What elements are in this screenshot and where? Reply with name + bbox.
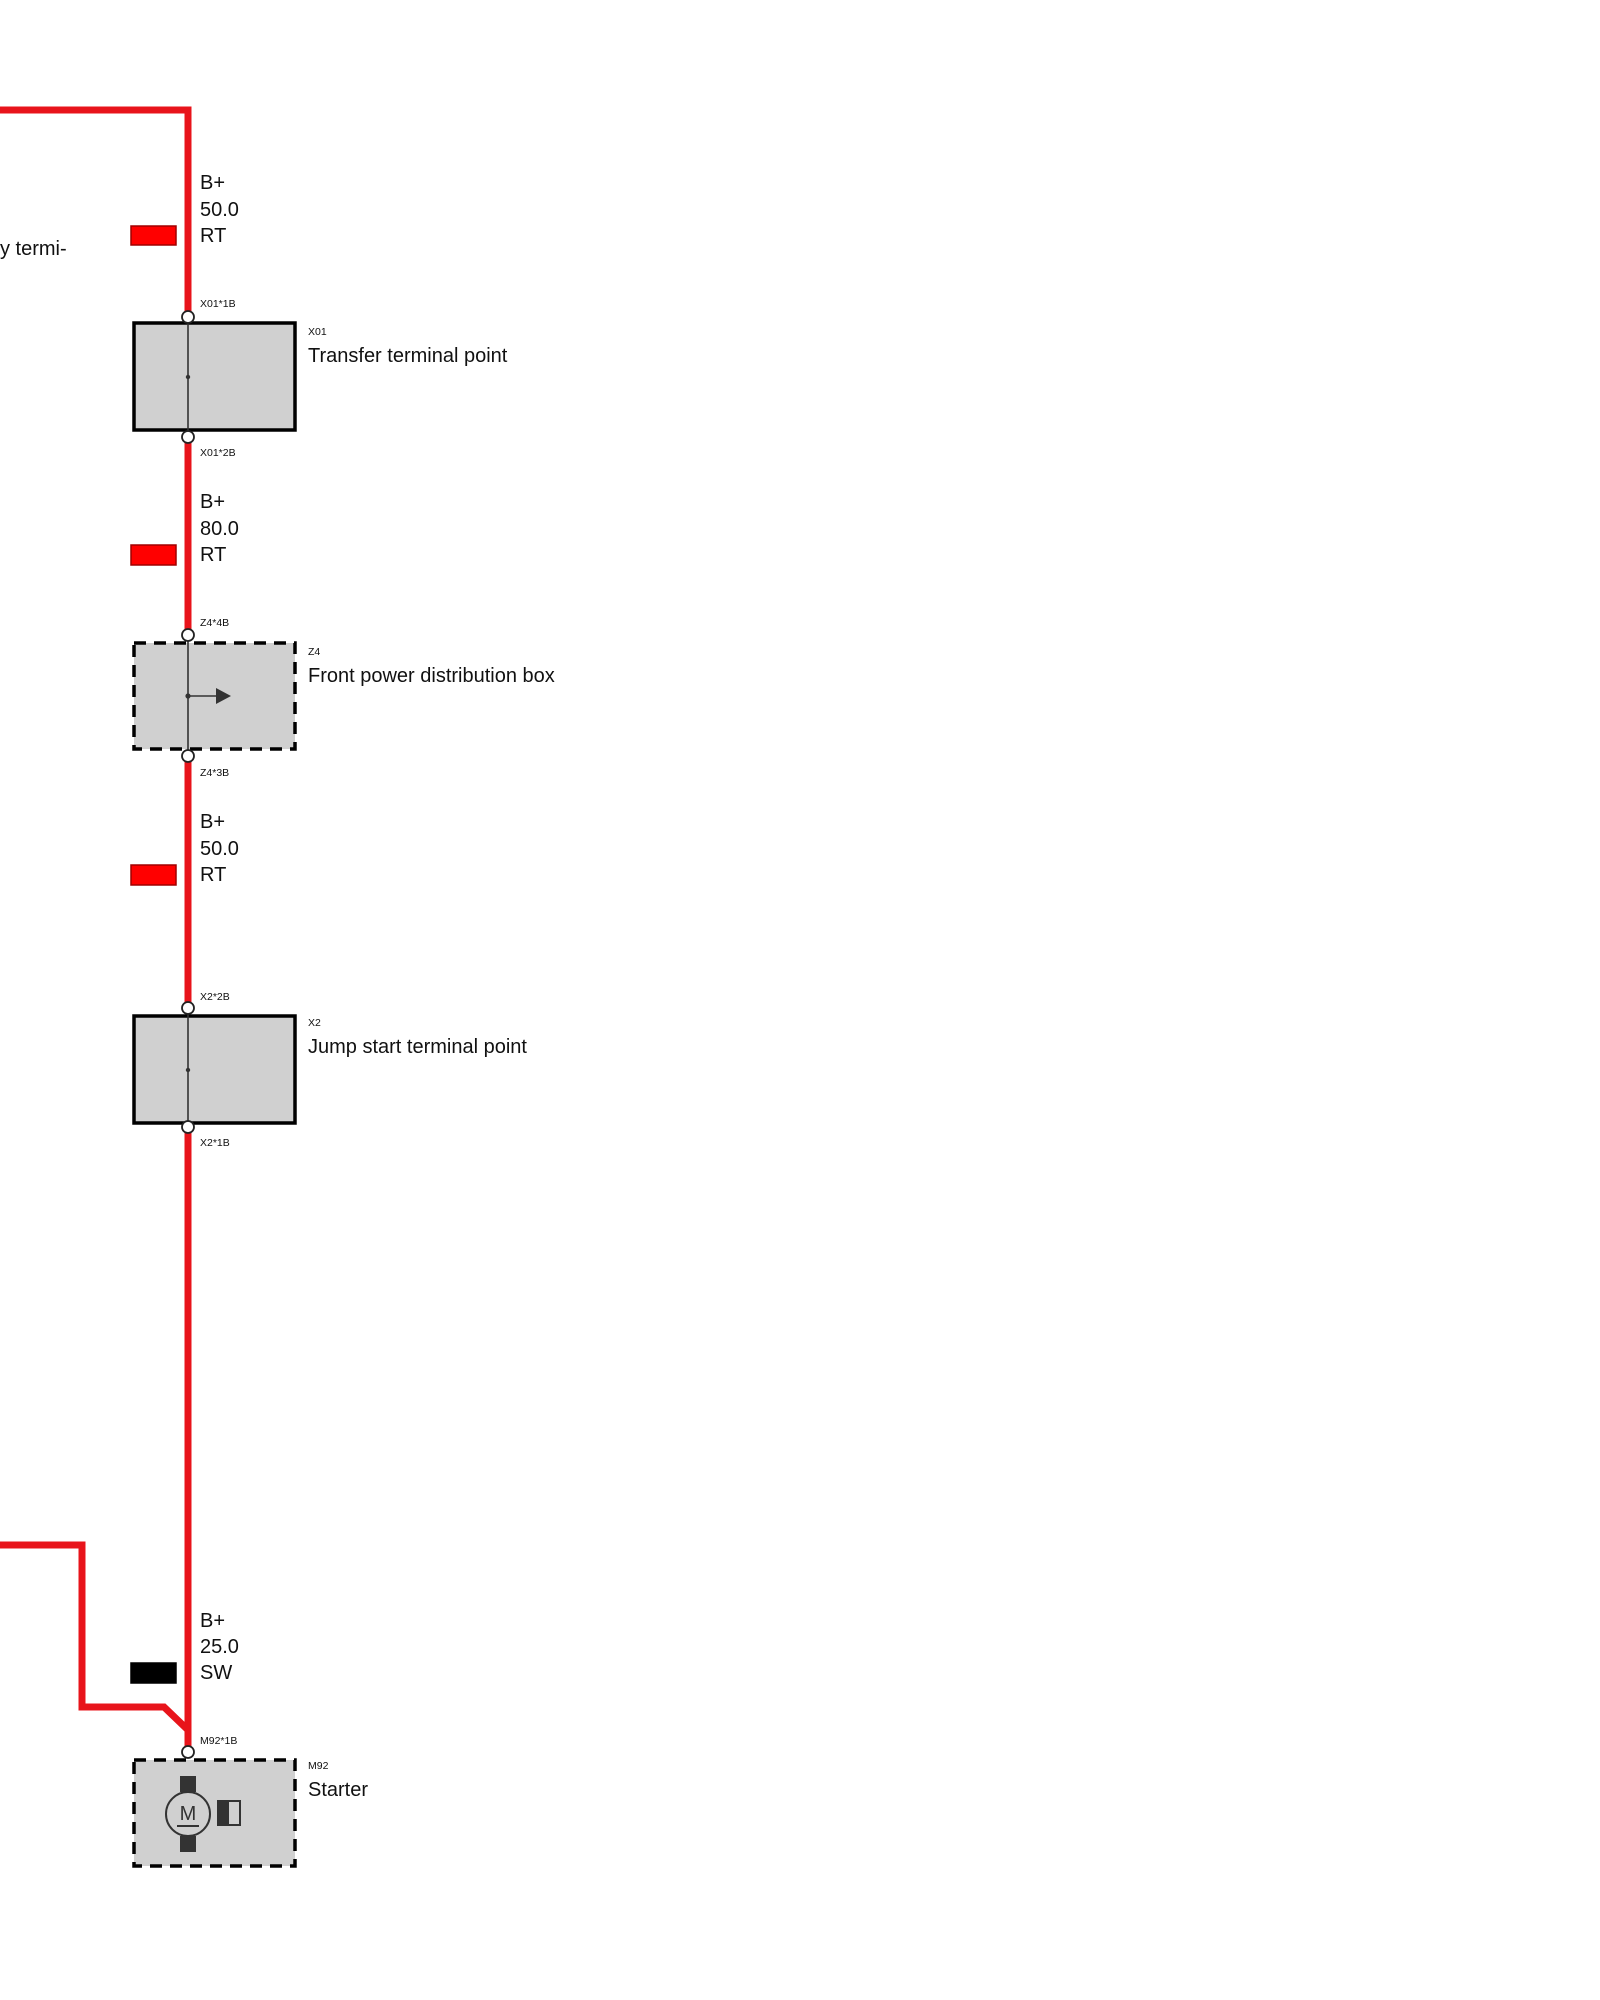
- wire-cross-section: 50.0: [200, 838, 239, 860]
- component-name: Jump start terminal point: [308, 1036, 527, 1058]
- pin-connector: [181, 310, 195, 324]
- wire-color-swatch: [130, 1662, 177, 1684]
- component-x2: X2*2B X2*1B X2 Jump start terminal point: [132, 991, 527, 1149]
- wire-color-code: RT: [200, 225, 226, 247]
- wire-label-4: B+ 25.0 SW: [130, 1610, 239, 1684]
- wire-color-code: RT: [200, 544, 226, 566]
- component-id: X2: [308, 1017, 321, 1029]
- lower-feed-wire: [0, 1541, 191, 1733]
- wire-label-3: B+ 50.0 RT: [130, 811, 239, 886]
- wire-signal: B+: [200, 1610, 225, 1632]
- distribution-arrow-icon: [216, 688, 231, 704]
- component-name: Transfer terminal point: [308, 345, 508, 367]
- component-z4: Z4*4B Z4*3B Z4 Front power distribution …: [132, 617, 555, 779]
- left-fragment-text: y termi-: [0, 238, 67, 260]
- wire-label-2: B+ 80.0 RT: [130, 491, 239, 566]
- wire-signal: B+: [200, 491, 225, 513]
- wire-signal: B+: [200, 172, 225, 194]
- component-name: Front power distribution box: [308, 665, 555, 687]
- pin-label-bottom: X2*1B: [200, 1137, 230, 1149]
- wire-color-code: RT: [200, 864, 226, 886]
- component-box: [132, 1758, 297, 1868]
- wire-cross-section: 50.0: [200, 199, 239, 221]
- junction-dot: [185, 1067, 191, 1073]
- pin-connector: [181, 1745, 195, 1759]
- pin-label-bottom: X01*2B: [200, 447, 236, 459]
- component-id: Z4: [308, 646, 320, 658]
- component-box: [132, 321, 297, 432]
- wire-color-swatch: [130, 225, 177, 246]
- top-feed-wire: [0, 106, 192, 317]
- wire-color-swatch: [130, 544, 177, 566]
- pin-label-top: M92*1B: [200, 1735, 237, 1747]
- component-x01: X01*1B X01*2B X01 Transfer terminal poin…: [132, 298, 508, 459]
- pin-label-top: Z4*4B: [200, 617, 229, 629]
- wire-color-code: SW: [200, 1662, 232, 1684]
- wire-color-swatch: [130, 864, 177, 886]
- pin-connector: [181, 430, 195, 444]
- pin-connector: [181, 628, 195, 642]
- component-id: M92: [308, 1760, 329, 1772]
- component-id: X01: [308, 326, 327, 338]
- pin-label-top: X01*1B: [200, 298, 236, 310]
- wire-cross-section: 80.0: [200, 518, 239, 540]
- pin-connector: [181, 1001, 195, 1015]
- pin-label-bottom: Z4*3B: [200, 767, 229, 779]
- motor-letter: M: [180, 1803, 197, 1825]
- component-box: [132, 1014, 297, 1125]
- component-name: Starter: [308, 1779, 368, 1801]
- component-m92: M92*1B M M92 Starter: [132, 1735, 368, 1868]
- wire-cross-section: 25.0: [200, 1636, 239, 1658]
- pin-connector: [181, 1120, 195, 1134]
- junction-dot: [185, 374, 191, 380]
- motor-icon: M: [165, 1776, 241, 1852]
- pin-label-top: X2*2B: [200, 991, 230, 1003]
- pin-connector: [181, 749, 195, 763]
- wire-signal: B+: [200, 811, 225, 833]
- wire-label-1: B+ 50.0 RT: [130, 172, 239, 247]
